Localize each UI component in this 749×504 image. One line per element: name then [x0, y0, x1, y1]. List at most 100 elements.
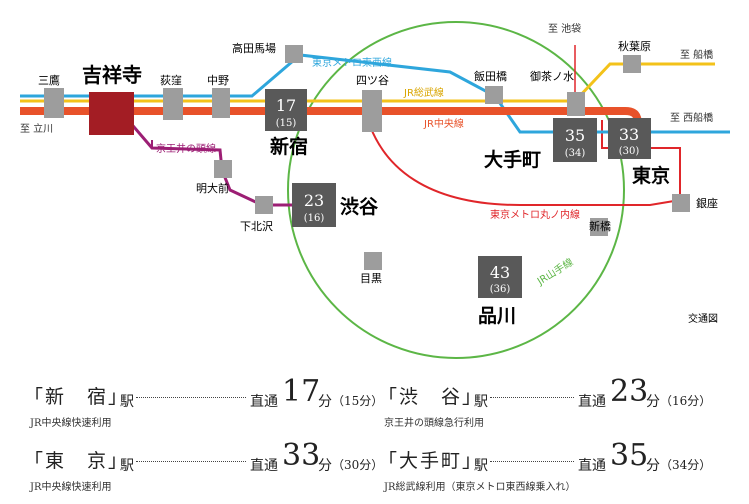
station-yotsuya: [362, 90, 382, 132]
label-ginza: 銀座: [696, 196, 718, 210]
station-kichijoji-marker: [89, 92, 134, 135]
eki-label: 駅: [120, 458, 134, 474]
station-tokyo-box: 33 (30): [608, 118, 651, 159]
station-name: 「大手町」: [378, 450, 484, 472]
station-shibuya-box: 23 (16): [292, 183, 336, 227]
direct-label: 直通: [250, 394, 278, 410]
label-shibuya: 渋谷: [340, 195, 379, 218]
direct-label: 直通: [578, 394, 606, 410]
shibuya-minutes: 23: [304, 191, 324, 210]
station-ginza: [672, 194, 690, 212]
label-chuo-line: JR中央線: [423, 117, 464, 130]
station-shinjuku-box: 17 (15): [265, 89, 307, 131]
label-mitaka: 三鷹: [38, 73, 60, 87]
route-note: JR中央線快速利用: [30, 482, 112, 493]
station-name: 「渋 谷」: [378, 386, 484, 408]
station-name: 「東 京」: [24, 450, 130, 472]
label-takadanobaba: 高田馬場: [232, 41, 276, 55]
minutes-main: 35: [610, 438, 649, 473]
station-otemachi-box: 35 (34): [553, 118, 597, 162]
map-legend-label: 交通図: [688, 312, 718, 325]
station-ogikubo: [163, 88, 183, 120]
station-ochanomizu: [567, 92, 585, 116]
station-shimokitazawa: [255, 196, 273, 214]
label-tozai-line: 東京メトロ東西線: [312, 56, 392, 69]
direct-label: 直通: [250, 458, 278, 474]
label-shinjuku: 新宿: [270, 135, 308, 158]
fun-label: 分: [646, 458, 660, 474]
tokyo-minutes-sub: (30): [619, 146, 640, 157]
label-kichijoji: 吉祥寺: [82, 63, 142, 87]
label-to-tachikawa: 至 立川: [20, 122, 53, 135]
station-takadanobaba: [285, 45, 303, 63]
label-yotsuya: 四ツ谷: [356, 74, 389, 87]
eki-label: 駅: [474, 394, 488, 410]
otemachi-minutes: 35: [565, 126, 585, 145]
fun-label: 分: [646, 394, 660, 410]
label-to-nishifunabashi: 至 西船橋: [670, 111, 713, 124]
station-name: 「新 宿」: [24, 386, 130, 408]
eki-label: 駅: [120, 394, 134, 410]
station-nakano: [212, 88, 230, 118]
label-to-funabashi: 至 船橋: [680, 48, 713, 61]
label-sobu-line: JR総武線: [403, 86, 444, 99]
row-otemachi: 「大手町」 駅 直通 35 分 （34分） JR総武線利用（東京メトロ東西線乗入…: [378, 438, 718, 494]
tokyo-minutes: 33: [619, 125, 639, 144]
marunouchi-line: [364, 109, 681, 206]
station-meidaimae: [214, 160, 232, 178]
minutes-alt: （15分）: [332, 394, 384, 408]
label-nakano: 中野: [207, 74, 229, 87]
fun-label: 分: [318, 394, 332, 410]
row-shinjuku: 「新 宿」 駅 直通 17 分 （15分） JR中央線快速利用: [24, 374, 383, 430]
label-to-ikebukuro: 至 池袋: [548, 22, 581, 35]
shinagawa-minutes: 43: [490, 263, 510, 282]
station-iidabashi: [485, 86, 503, 104]
minutes-main: 33: [282, 438, 321, 473]
route-note: 京王井の頭線急行利用: [384, 418, 484, 429]
station-mitaka: [44, 88, 64, 118]
leader-dots: [490, 397, 574, 398]
label-akihabara: 秋葉原: [618, 39, 651, 53]
label-marunouchi-line: 東京メトロ丸ノ内線: [490, 208, 580, 221]
minutes-alt: （16分）: [660, 394, 712, 408]
row-shibuya: 「渋 谷」 駅 直通 23 分 （16分） 京王井の頭線急行利用: [378, 374, 718, 430]
sobu-line: [20, 62, 715, 103]
label-shimokitazawa: 下北沢: [240, 219, 273, 233]
minutes-main: 23: [610, 374, 649, 409]
label-shinagawa: 品川: [478, 305, 516, 327]
minutes-alt: （30分）: [332, 458, 384, 472]
route-note: JR中央線快速利用: [30, 418, 112, 429]
leader-dots: [490, 461, 574, 462]
station-shimbashi: [590, 218, 608, 236]
shinagawa-minutes-sub: (36): [490, 284, 511, 295]
label-inokashira-line: 京王井の頭線: [156, 142, 216, 155]
fun-label: 分: [318, 458, 332, 474]
label-meguro: 目黒: [360, 272, 382, 285]
label-ogikubo: 荻窪: [160, 73, 182, 87]
travel-time-table: 「新 宿」 駅 直通 17 分 （15分） JR中央線快速利用 「渋 谷」 駅 …: [0, 368, 749, 504]
label-ochanomizu: 御茶ノ水: [530, 69, 574, 83]
shinjuku-minutes: 17: [276, 96, 296, 115]
minutes-alt: （34分）: [660, 458, 712, 472]
label-tokyo: 東京: [632, 164, 670, 187]
label-shimbashi: 新橋: [589, 219, 611, 233]
route-note: JR総武線利用（東京メトロ東西線乗入れ）: [384, 482, 576, 493]
label-otemachi: 大手町: [484, 148, 541, 171]
otemachi-minutes-sub: (34): [565, 148, 586, 159]
shibuya-minutes-sub: (16): [304, 213, 325, 224]
row-tokyo: 「東 京」 駅 直通 33 分 （30分） JR中央線快速利用: [24, 438, 383, 494]
leader-dots: [136, 397, 246, 398]
label-yamanote-line: JR山手線: [534, 255, 576, 288]
route-map: 17 (15) 35 (34) 33 (30) 23 (16) 43 (36) …: [20, 21, 730, 359]
eki-label: 駅: [474, 458, 488, 474]
station-akihabara: [623, 55, 641, 73]
direct-label: 直通: [578, 458, 606, 474]
label-iidabashi: 飯田橋: [474, 69, 507, 83]
station-meguro: [364, 252, 382, 270]
station-shinagawa-box: 43 (36): [478, 256, 522, 298]
yamanote-line: [287, 21, 625, 359]
leader-dots: [136, 461, 246, 462]
label-meidaimae: 明大前: [196, 181, 229, 195]
minutes-main: 17: [282, 374, 321, 409]
shinjuku-minutes-sub: (15): [276, 118, 297, 129]
